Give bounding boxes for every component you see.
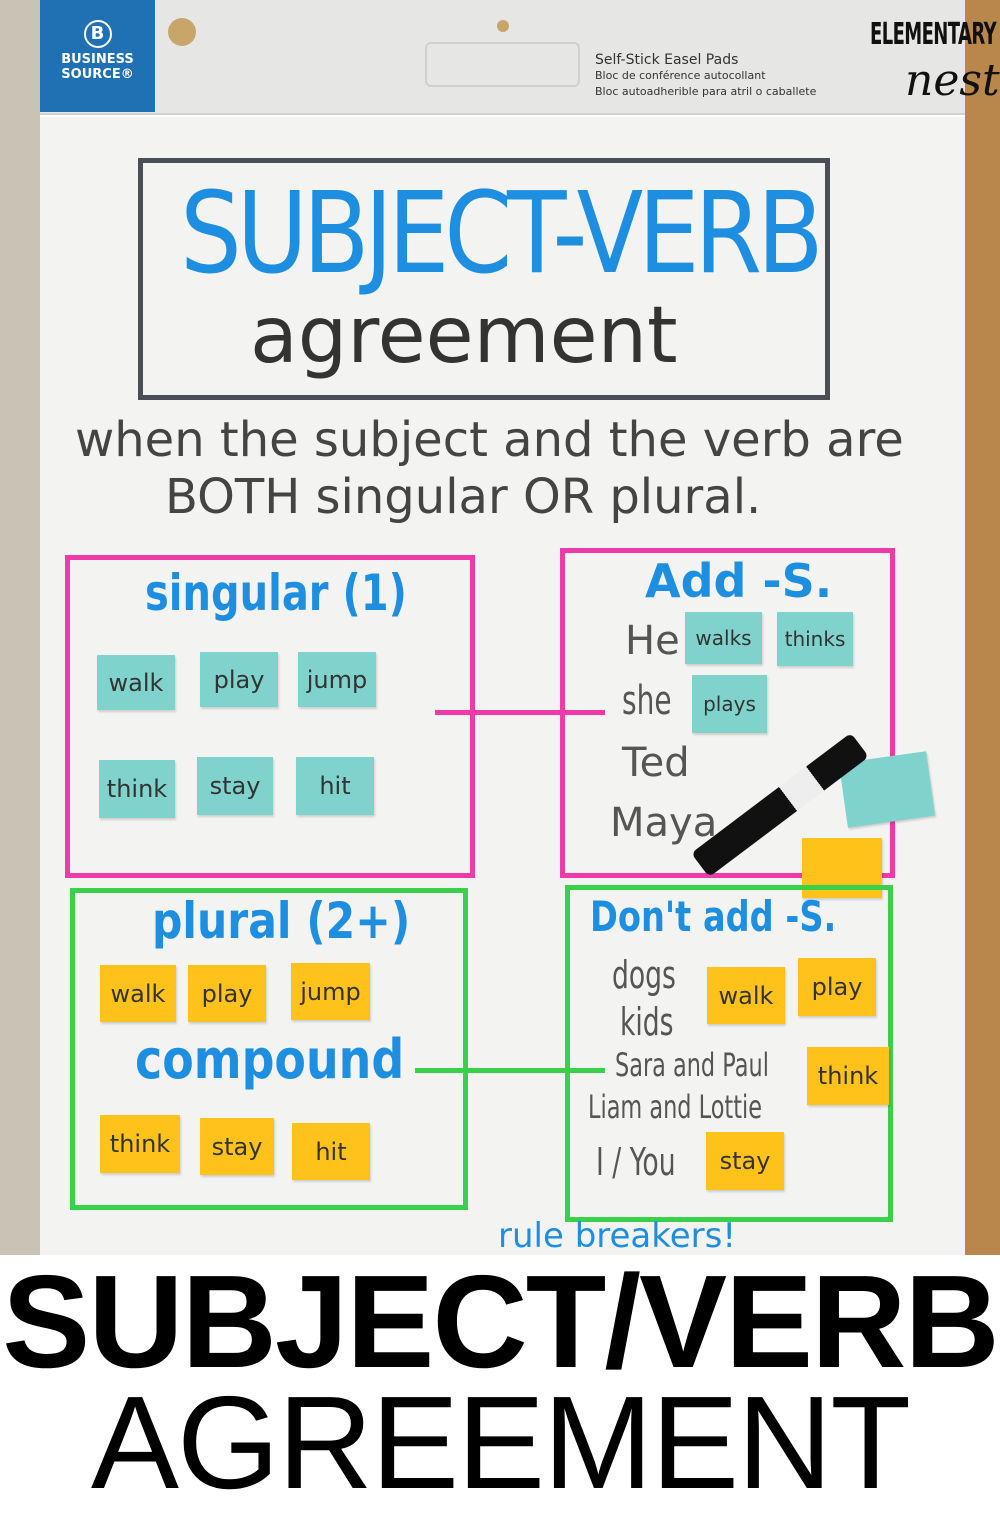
sticky-note: hit xyxy=(292,1123,370,1180)
sticky-note: jump xyxy=(291,963,370,1020)
sticky-note: play xyxy=(200,652,278,707)
dont-add-s-heading: Don't add -S. xyxy=(590,892,837,941)
rule-breakers-note: rule breakers! xyxy=(498,1216,736,1256)
sticky-note: jump xyxy=(298,652,376,707)
subject-word: dogs xyxy=(612,953,676,997)
sticky-note: walk xyxy=(707,967,785,1024)
caption-subtitle: AGREEMENT xyxy=(90,1369,911,1516)
pad-hole xyxy=(497,20,509,32)
sticky-note: walk xyxy=(100,965,176,1022)
sticky-note: play xyxy=(188,965,266,1022)
pad-handle xyxy=(425,42,580,87)
singular-box xyxy=(65,555,475,878)
pad-hole xyxy=(168,18,196,46)
subject-word: He xyxy=(625,618,680,664)
sticky-note: walks xyxy=(685,612,762,664)
compound-heading: compound xyxy=(135,1028,405,1091)
subject-word: Liam and Lottie xyxy=(588,1088,762,1126)
plural-heading: plural (2+) xyxy=(152,892,411,950)
watermark-logo: nest xyxy=(905,55,1000,106)
caption-title: SUBJECT/VERB xyxy=(2,1248,1000,1395)
sticky-note: thinks xyxy=(777,612,853,666)
subject-word: Maya xyxy=(610,800,718,846)
sticky-note: stay xyxy=(200,1118,274,1175)
add-s-heading: Add -S. xyxy=(645,554,833,608)
sticky-note: stay xyxy=(197,757,273,815)
brand-text: SOURCE® xyxy=(61,67,134,82)
title: SUBJECT-VERB xyxy=(180,169,824,299)
brand-logo: B xyxy=(83,20,112,48)
subject-word: Ted xyxy=(622,740,690,786)
subject-word: I / You xyxy=(596,1140,676,1184)
singular-heading: singular (1) xyxy=(145,564,407,622)
sticky-note: plays xyxy=(692,675,767,733)
sticky-note: think xyxy=(100,1115,180,1173)
pad-label: Self-Stick Easel Pads Bloc de conférence… xyxy=(595,52,817,98)
definition-line: when the subject and the verb are xyxy=(75,412,904,468)
subject-word: kids xyxy=(620,1000,674,1044)
sticky-note: stay xyxy=(706,1132,784,1190)
definition-line: BOTH singular OR plural. xyxy=(165,469,762,525)
sticky-note: think xyxy=(807,1047,889,1105)
sticky-note: think xyxy=(99,760,175,818)
sticky-note: hit xyxy=(296,757,374,815)
subtitle: agreement xyxy=(250,291,678,381)
sticky-note: play xyxy=(798,958,876,1016)
sticky-note: walk xyxy=(97,655,175,710)
brand-text: BUSINESS xyxy=(61,52,134,67)
plural-box xyxy=(70,888,468,1210)
arrow xyxy=(435,710,605,715)
watermark-logo: ELEMENTARY xyxy=(870,17,997,52)
brand-tag: B BUSINESS SOURCE® xyxy=(40,0,155,112)
add-s-box xyxy=(560,548,895,878)
subject-word: Sara and Paul xyxy=(615,1046,769,1084)
subject-word: she xyxy=(622,678,672,724)
title-box xyxy=(138,158,830,400)
pad-header xyxy=(40,0,965,115)
arrow xyxy=(415,1068,605,1073)
dont-add-s-box xyxy=(565,885,893,1222)
